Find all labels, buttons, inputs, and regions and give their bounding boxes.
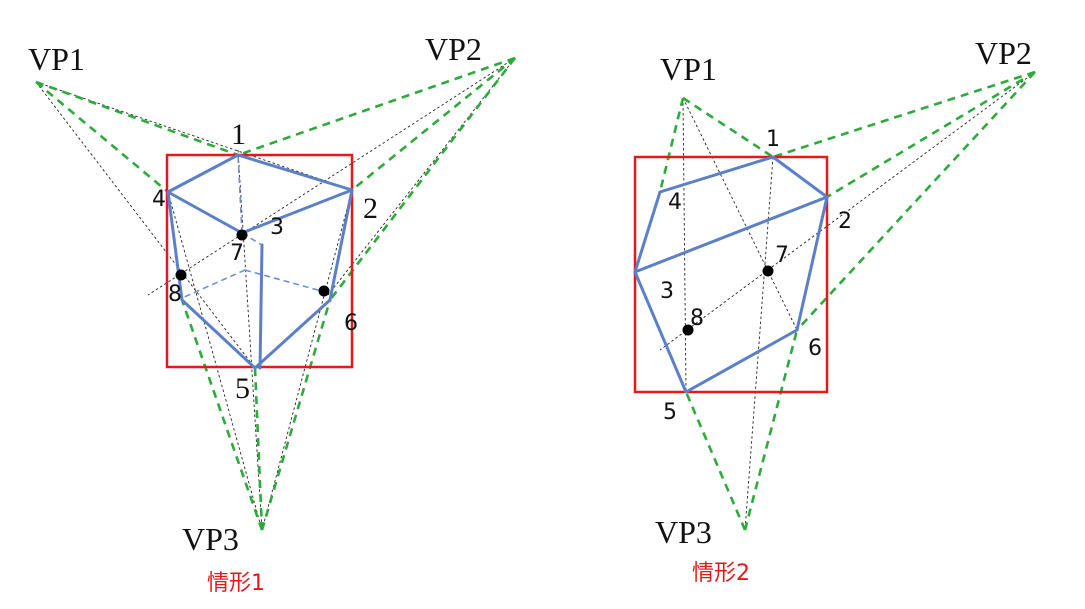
vp1-label: VP1	[28, 41, 85, 77]
point-8-dot	[682, 324, 694, 336]
point-5-label: 5	[663, 400, 677, 425]
vp2-label: VP2	[975, 35, 1032, 71]
vp3-label: VP3	[182, 521, 239, 557]
vanishing-lines	[658, 70, 1036, 531]
cube-edges	[166, 153, 354, 370]
vp1-label: VP1	[660, 51, 717, 87]
point-2-label: 2	[363, 192, 378, 225]
point-1-label: 1	[766, 127, 780, 152]
cube-edges	[633, 155, 829, 394]
point-3-label: 3	[270, 215, 284, 240]
point-7-label: 7	[775, 243, 789, 268]
construction-lines	[35, 57, 516, 531]
vanishing-lines	[35, 56, 517, 531]
panel-2: VP1 VP2 VP3 1 2 3 4 5 6 7 8 情形2	[633, 35, 1036, 586]
vp2-label: VP2	[425, 31, 482, 67]
panel-1: VP1 VP2 VP3 1 2 3 4 5 6 7 8 情形1	[28, 31, 517, 596]
point-6-label: 6	[808, 336, 822, 361]
point-7-dot	[762, 265, 774, 277]
point-7-dot	[236, 229, 248, 241]
panel-1-caption: 情形1	[207, 571, 265, 596]
point-3-label: 3	[660, 279, 674, 304]
point-4-label: 4	[668, 190, 682, 215]
vp3-label: VP3	[655, 514, 712, 550]
point-7-label: 7	[230, 241, 244, 266]
point-8-dot	[175, 269, 187, 281]
point-5-label: 5	[235, 372, 250, 405]
point-6-label: 6	[344, 311, 358, 336]
panel-2-caption: 情形2	[692, 561, 750, 586]
point-6-dot	[318, 285, 330, 297]
point-4-label: 4	[152, 187, 166, 212]
point-8-label: 8	[690, 306, 704, 331]
point-2-label: 2	[838, 209, 852, 234]
point-1-label: 1	[231, 118, 246, 151]
point-8-label: 8	[168, 282, 182, 307]
